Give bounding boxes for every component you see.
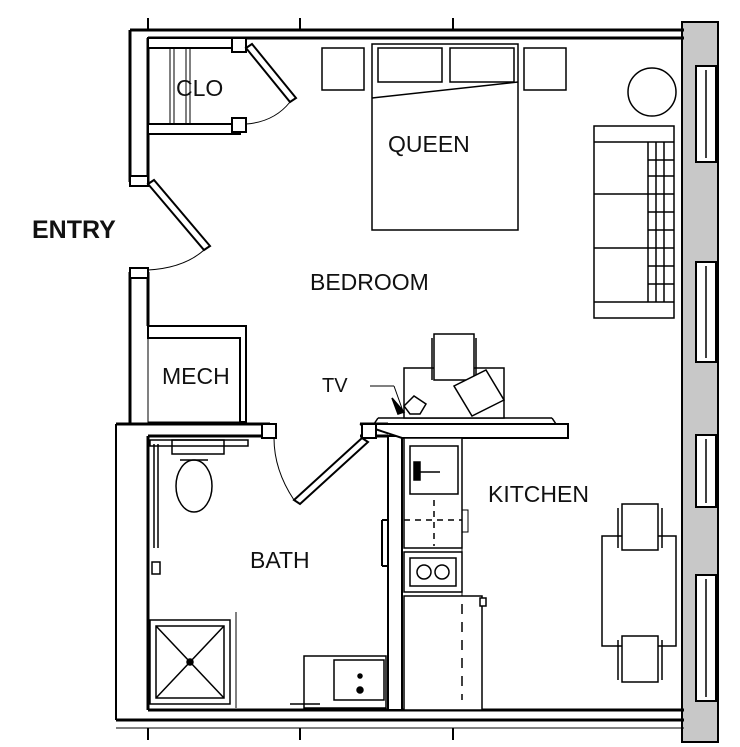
queen-label: QUEEN xyxy=(388,131,470,157)
grab-bar xyxy=(149,439,249,575)
cooktop xyxy=(403,551,463,593)
round-side-table xyxy=(627,67,677,117)
shower xyxy=(149,612,237,708)
bath-label: BATH xyxy=(250,547,310,573)
mech-label: MECH xyxy=(162,363,230,389)
bedroom-label: BEDROOM xyxy=(310,269,429,295)
entry-label: ENTRY xyxy=(32,216,116,244)
mech-closet xyxy=(147,337,241,423)
tv-label: TV xyxy=(322,375,348,397)
room-labels: CLO QUEEN ENTRY BEDROOM MECH TV KITCHEN … xyxy=(32,75,589,573)
door-jambs xyxy=(129,37,377,439)
kitchen-label: KITCHEN xyxy=(488,481,589,507)
doors xyxy=(146,42,370,506)
sofa xyxy=(593,125,675,319)
exterior-window-wall xyxy=(681,21,719,743)
queen-bed xyxy=(371,43,519,231)
walls xyxy=(115,18,684,740)
nightstands xyxy=(321,47,567,91)
clo-label: CLO xyxy=(176,75,223,101)
desk xyxy=(370,333,506,419)
toilet xyxy=(171,439,225,513)
kitchen-sink xyxy=(403,437,463,549)
counter-edge xyxy=(461,438,469,596)
bath-vanity xyxy=(290,655,387,709)
refrigerator xyxy=(403,595,487,711)
dining-table xyxy=(601,503,677,683)
